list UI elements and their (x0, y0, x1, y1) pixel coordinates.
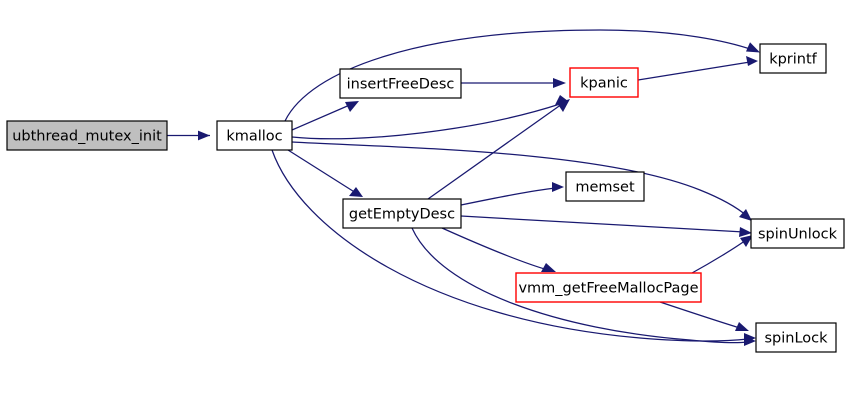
edge-line (291, 141, 748, 217)
node-memset[interactable]: memset (565, 171, 645, 202)
edge-kmalloc-to-spinLock (271, 149, 756, 343)
edge-getEmptyDesc-to-spinUnlock (460, 215, 752, 237)
arrowhead-icon (746, 56, 758, 66)
node-box-insertFreeDesc[interactable] (339, 68, 462, 99)
edge-insertFreeDesc-to-kpanic (461, 78, 566, 88)
node-box-vmm_getFreeMallocPage[interactable] (515, 272, 702, 303)
nodes-layer: ubthread_mutex_init kmalloc insertFreeDesc… (6, 43, 845, 353)
node-box-ubthread_mutex_init[interactable] (6, 120, 168, 151)
edges-layer (167, 29, 760, 346)
edge-getEmptyDesc-to-vmm_getFreeMallocPage (441, 227, 556, 272)
node-label-spinUnlock: spinUnlock (758, 227, 838, 243)
edge-line (291, 103, 561, 140)
node-box-spinUnlock[interactable] (750, 218, 845, 249)
node-label-vmm_getFreeMallocPage: vmm_getFreeMallocPage (518, 281, 698, 297)
edge-line (411, 227, 749, 344)
edge-kpanic-to-kprintf (637, 56, 758, 81)
node-kpanic[interactable]: kpanic (569, 67, 639, 98)
edge-getEmptyDesc-to-kpanic (427, 99, 570, 200)
arrowhead-icon (557, 99, 570, 112)
edge-line (441, 227, 549, 271)
edge-line (284, 29, 754, 122)
node-label-spinLock: spinLock (764, 331, 828, 347)
node-ubthread_mutex_init[interactable]: ubthread_mutex_init (6, 120, 168, 151)
node-box-kmalloc[interactable] (216, 120, 293, 151)
edge-kmalloc-to-spinUnlock (291, 141, 752, 221)
arrowhead-icon (198, 130, 210, 141)
edge-kmalloc-to-kpanic (291, 95, 568, 140)
node-label-memset: memset (575, 180, 635, 196)
edge-vmm_getFreeMallocPage-to-spinUnlock (691, 235, 753, 274)
arrowhead-icon (541, 263, 556, 272)
node-box-memset[interactable] (565, 171, 645, 202)
edge-getEmptyDesc-to-memset (460, 182, 564, 206)
edge-ubthread_mutex_init-to-kmalloc (167, 130, 210, 141)
node-box-kpanic[interactable] (569, 67, 639, 98)
edge-kmalloc-to-kprintf (284, 29, 760, 122)
node-insertFreeDesc[interactable]: insertFreeDesc (339, 68, 462, 99)
node-label-kpanic: kpanic (580, 76, 628, 92)
node-getEmptyDesc[interactable]: getEmptyDesc (342, 198, 462, 229)
edge-line (291, 103, 353, 131)
edge-line (691, 239, 747, 274)
node-spinLock[interactable]: spinLock (755, 322, 837, 353)
edge-kmalloc-to-insertFreeDesc (291, 101, 359, 131)
edge-line (637, 61, 751, 81)
node-kprintf[interactable]: kprintf (759, 43, 827, 74)
arrowhead-icon (553, 78, 566, 88)
node-label-getEmptyDesc: getEmptyDesc (349, 207, 455, 223)
edge-line (427, 103, 563, 200)
arrowhead-icon (740, 235, 753, 247)
arrowhead-icon (744, 336, 756, 346)
node-kmalloc[interactable]: kmalloc (216, 120, 293, 151)
arrowhead-icon (555, 95, 568, 105)
arrowhead-icon (739, 209, 752, 221)
edge-kmalloc-to-getEmptyDesc (287, 149, 363, 197)
node-vmm_getFreeMallocPage[interactable]: vmm_getFreeMallocPage (515, 272, 702, 303)
node-box-spinLock[interactable] (755, 322, 837, 353)
edge-line (460, 187, 557, 206)
node-label-ubthread_mutex_init: ubthread_mutex_init (12, 129, 162, 145)
node-spinUnlock[interactable]: spinUnlock (750, 218, 845, 249)
node-label-kmalloc: kmalloc (226, 129, 282, 145)
arrowhead-icon (739, 227, 752, 237)
edge-line (271, 149, 749, 342)
edge-getEmptyDesc-to-spinLock (411, 227, 756, 346)
node-label-kprintf: kprintf (769, 52, 817, 68)
node-box-getEmptyDesc[interactable] (342, 198, 462, 229)
arrowhead-icon (552, 182, 564, 192)
edge-line (460, 215, 745, 233)
arrowhead-icon (746, 42, 760, 53)
edge-line (659, 301, 741, 329)
edge-vmm_getFreeMallocPage-to-spinLock (659, 301, 749, 331)
edge-line (287, 149, 357, 194)
node-box-kprintf[interactable] (759, 43, 827, 74)
node-label-insertFreeDesc: insertFreeDesc (347, 77, 455, 93)
arrowhead-icon (735, 322, 749, 331)
arrowhead-icon (349, 187, 363, 197)
arrowhead-icon (345, 101, 359, 112)
